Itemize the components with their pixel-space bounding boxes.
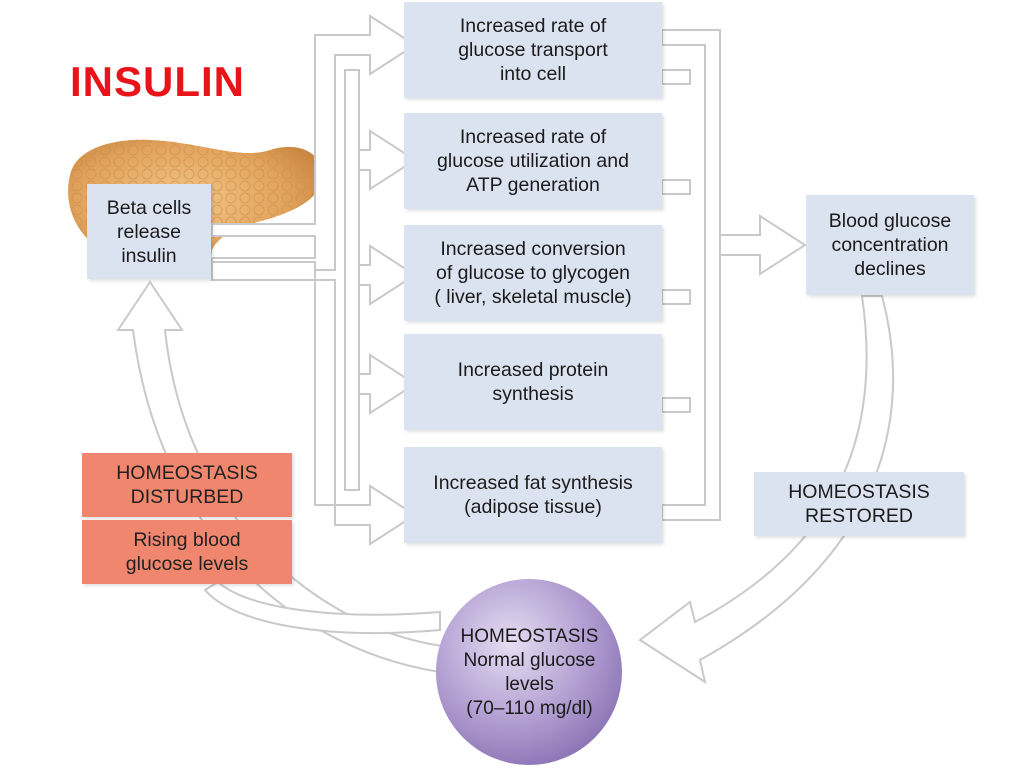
effect-line: Increased rate of — [459, 126, 607, 148]
beta-cells-line: Beta cells — [106, 196, 192, 219]
effect-line: ( liver, skeletal muscle) — [434, 286, 632, 308]
effect-box-protein-synthesis: Increased protein synthesis — [404, 334, 662, 430]
effect-line: Increased conversion — [440, 238, 626, 260]
beta-cells-box: Beta cells release insulin — [87, 184, 211, 279]
effect-line: Increased rate of — [459, 15, 607, 37]
blood-glucose-line: declines — [854, 258, 926, 280]
blood-glucose-box: Blood glucose concentration declines — [806, 195, 974, 295]
effect-line: into cell — [499, 63, 567, 85]
homeostasis-circle-line: Normal glucose — [463, 649, 596, 671]
effect-box-fat-synthesis: Increased fat synthesis (adipose tissue) — [404, 447, 662, 543]
blood-glucose-line: Blood glucose — [828, 210, 952, 232]
beta-cells-line: insulin — [121, 244, 177, 267]
branch-arrows — [211, 14, 417, 546]
homeostasis-restored-box: HOMEOSTASIS RESTORED — [754, 472, 964, 536]
homeostasis-circle-line: HOMEOSTASIS — [460, 625, 599, 647]
rising-glucose-line: Rising blood — [133, 529, 241, 551]
homeostasis-disturbed-header: HOMEOSTASIS DISTURBED — [82, 453, 292, 517]
branch-connectors — [344, 69, 360, 491]
effect-line: (adipose tissue) — [464, 496, 602, 518]
effect-line: Increased protein — [457, 359, 609, 381]
homeostasis-restored-line: HOMEOSTASIS — [788, 481, 930, 503]
effect-line: Increased fat synthesis — [433, 472, 633, 494]
effect-line: ATP generation — [466, 174, 600, 196]
homeostasis-disturbed-line: DISTURBED — [130, 486, 244, 508]
page-title: INSULIN — [70, 58, 245, 105]
converge-arrows — [661, 29, 807, 521]
rising-glucose-line: glucose levels — [125, 553, 249, 575]
effect-box-glucose-transport: Increased rate of glucose transport into… — [404, 2, 662, 98]
homeostasis-circle-shape — [436, 579, 622, 765]
homeostasis-circle: HOMEOSTASIS Normal glucose levels (70–11… — [437, 580, 622, 765]
effect-line: glucose utilization and — [437, 150, 629, 172]
feed-arrow-left — [203, 580, 441, 635]
blood-glucose-line: concentration — [831, 234, 949, 256]
effect-line: glucose transport — [458, 39, 608, 61]
homeostasis-restored-line: RESTORED — [805, 505, 913, 527]
effect-box-glycogen-conversion: Increased conversion of glucose to glyco… — [404, 225, 662, 321]
rising-glucose-box: Rising blood glucose levels — [82, 520, 292, 584]
effect-box-glucose-utilization: Increased rate of glucose utilization an… — [404, 113, 662, 209]
homeostasis-circle-line: levels — [505, 673, 554, 695]
homeostasis-disturbed-line: HOMEOSTASIS — [116, 462, 258, 484]
beta-cells-line: release — [117, 220, 181, 243]
effect-line: of glucose to glycogen — [435, 262, 631, 284]
effect-line: synthesis — [492, 383, 574, 405]
homeostasis-circle-line: (70–110 mg/dl) — [466, 697, 593, 719]
